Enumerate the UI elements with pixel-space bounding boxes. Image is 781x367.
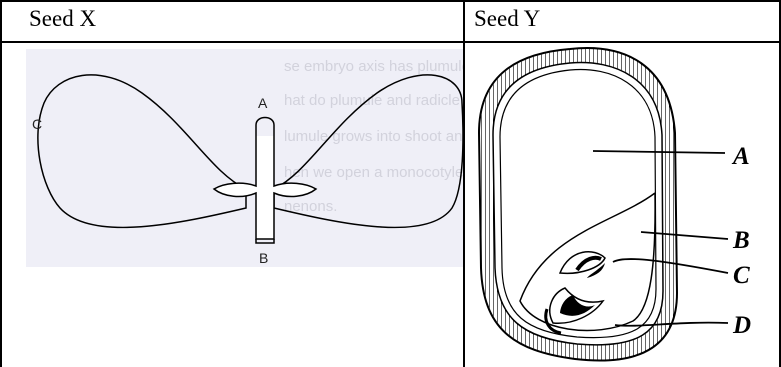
seed-y-label-c: C bbox=[733, 262, 750, 289]
seed-y-diagram: A B C D bbox=[477, 47, 751, 362]
pointer-b bbox=[640, 231, 729, 240]
faint-text-line-5: nenons. bbox=[284, 198, 337, 215]
left-cotyledon bbox=[37, 74, 247, 229]
embryo bbox=[544, 251, 606, 335]
faint-text-line-3: lumule grows into shoot and radicle grow… bbox=[284, 128, 463, 145]
header-seed-y: Seed Y bbox=[474, 6, 541, 31]
faint-text-line-1: se embryo axis has plumule and radicle. bbox=[284, 58, 463, 75]
pointer-c bbox=[612, 258, 729, 274]
seed-x-label-b: B bbox=[259, 250, 268, 266]
faint-text-line-4: hen we open a monocotyledon seed, then bbox=[284, 164, 463, 181]
column-divider bbox=[463, 0, 465, 367]
seed-x-cell: se embryo axis has plumule and radicle. … bbox=[2, 43, 463, 367]
plumule-tip bbox=[255, 116, 275, 136]
seed-coat-inner bbox=[492, 61, 664, 346]
seed-x-label-a: A bbox=[258, 95, 268, 111]
seed-coat-innermost bbox=[499, 68, 657, 339]
embryo-axis bbox=[212, 136, 318, 240]
header-seed-x: Seed X bbox=[29, 6, 97, 31]
faint-text-line-2: hat do plumule and radicle grow into? bbox=[284, 92, 463, 109]
table-right-border bbox=[779, 0, 781, 367]
endosperm-boundary bbox=[519, 192, 656, 332]
seed-y-label-d: D bbox=[732, 312, 751, 339]
seed-coat-hatched bbox=[479, 48, 677, 361]
table-top-border bbox=[0, 0, 781, 2]
seed-y-label-a: A bbox=[731, 143, 750, 170]
table-left-border bbox=[0, 0, 2, 367]
header-row-divider bbox=[0, 41, 781, 43]
seed-x-label-c: C bbox=[32, 116, 42, 132]
radicle bbox=[255, 239, 275, 244]
seed-x-diagram: se embryo axis has plumule and radicle. … bbox=[26, 49, 463, 267]
pointer-d bbox=[614, 321, 729, 327]
right-cotyledon bbox=[273, 74, 463, 229]
seed-y-cell: A B C D bbox=[465, 43, 779, 367]
pointer-a bbox=[592, 150, 726, 154]
seed-y-label-b: B bbox=[732, 227, 750, 254]
